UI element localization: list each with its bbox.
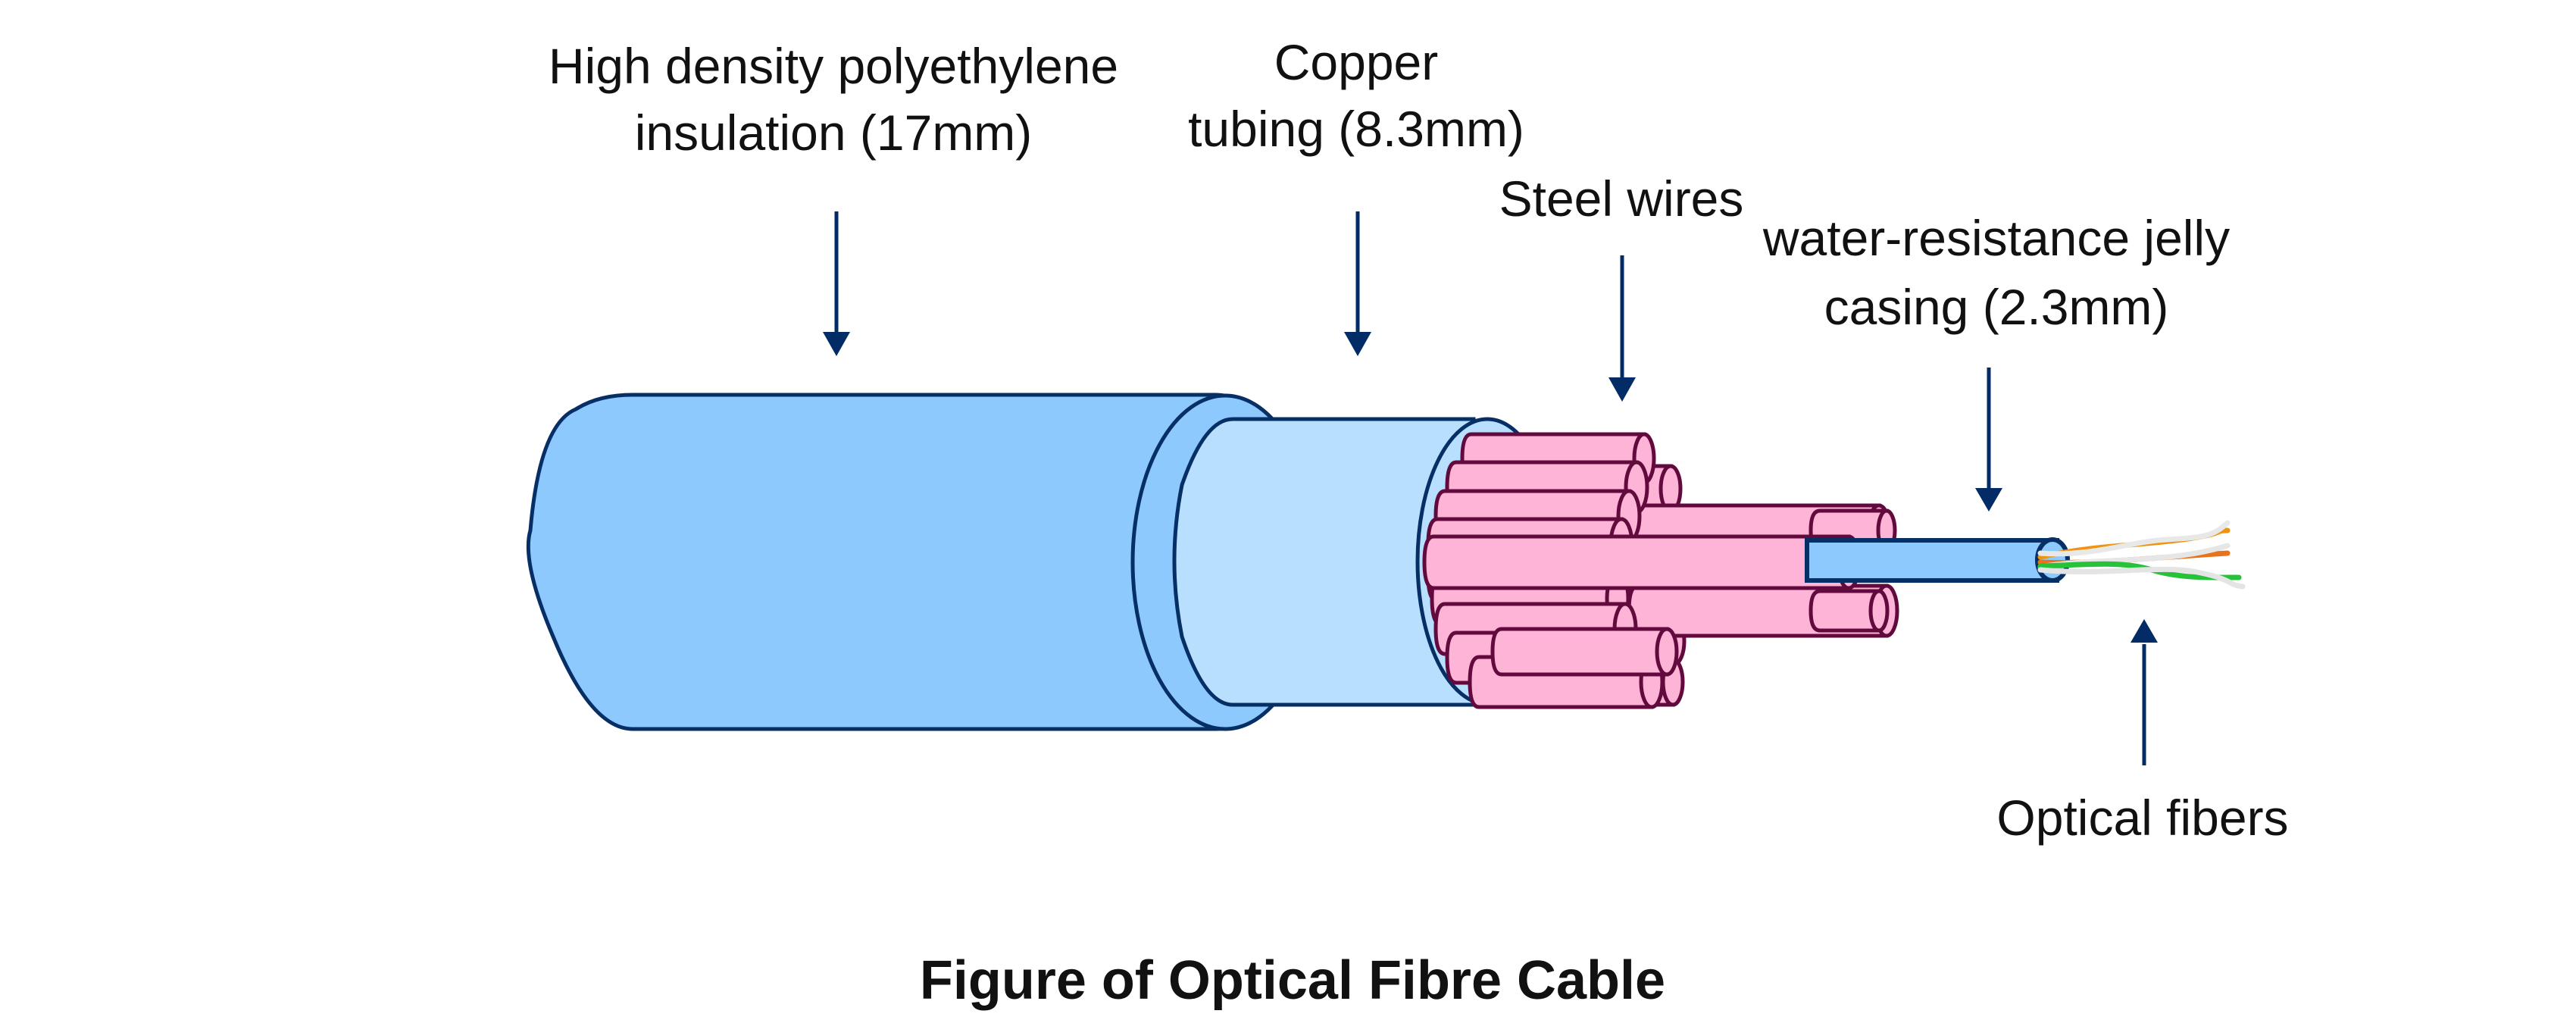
arrowhead-down-icon xyxy=(1975,488,2002,512)
figure-title: Figure of Optical Fibre Cable xyxy=(920,950,1665,1011)
arrow-casing xyxy=(1975,368,2002,512)
label-casing-line1: water-resistance jelly xyxy=(1762,210,2230,266)
label-steel: Steel wires xyxy=(1499,171,1744,227)
label-fibers-line1: Optical fibers xyxy=(1996,790,2288,846)
label-fibers: Optical fibers xyxy=(1996,790,2288,846)
arrowhead-down-icon xyxy=(1344,332,1371,356)
steel-wire xyxy=(1809,589,1890,633)
label-insulation: High density polyethylene insulation (17… xyxy=(549,38,1118,161)
label-insulation-line2: insulation (17mm) xyxy=(635,105,1033,161)
label-casing: water-resistance jelly casing (2.3mm) xyxy=(1762,210,2230,335)
arrow-fibers xyxy=(2131,619,2158,765)
jelly-casing xyxy=(1805,537,2070,583)
arrow-insulation xyxy=(823,211,850,356)
label-copper-line2: tubing (8.3mm) xyxy=(1188,101,1524,157)
arrow-copper xyxy=(1344,211,1371,356)
optical-fibers xyxy=(2037,520,2246,590)
steel-wire xyxy=(1422,534,1862,590)
arrowhead-up-icon xyxy=(2131,619,2158,643)
arrowhead-down-icon xyxy=(1608,377,1636,402)
label-casing-line2: casing (2.3mm) xyxy=(1824,279,2169,335)
label-insulation-line1: High density polyethylene xyxy=(549,38,1118,94)
label-copper: Copper tubing (8.3mm) xyxy=(1188,34,1524,157)
arrow-steel xyxy=(1608,255,1636,402)
label-steel-line1: Steel wires xyxy=(1499,171,1744,227)
steel-wire xyxy=(1490,627,1679,677)
arrowhead-down-icon xyxy=(823,332,850,356)
label-copper-line1: Copper xyxy=(1274,34,1438,90)
